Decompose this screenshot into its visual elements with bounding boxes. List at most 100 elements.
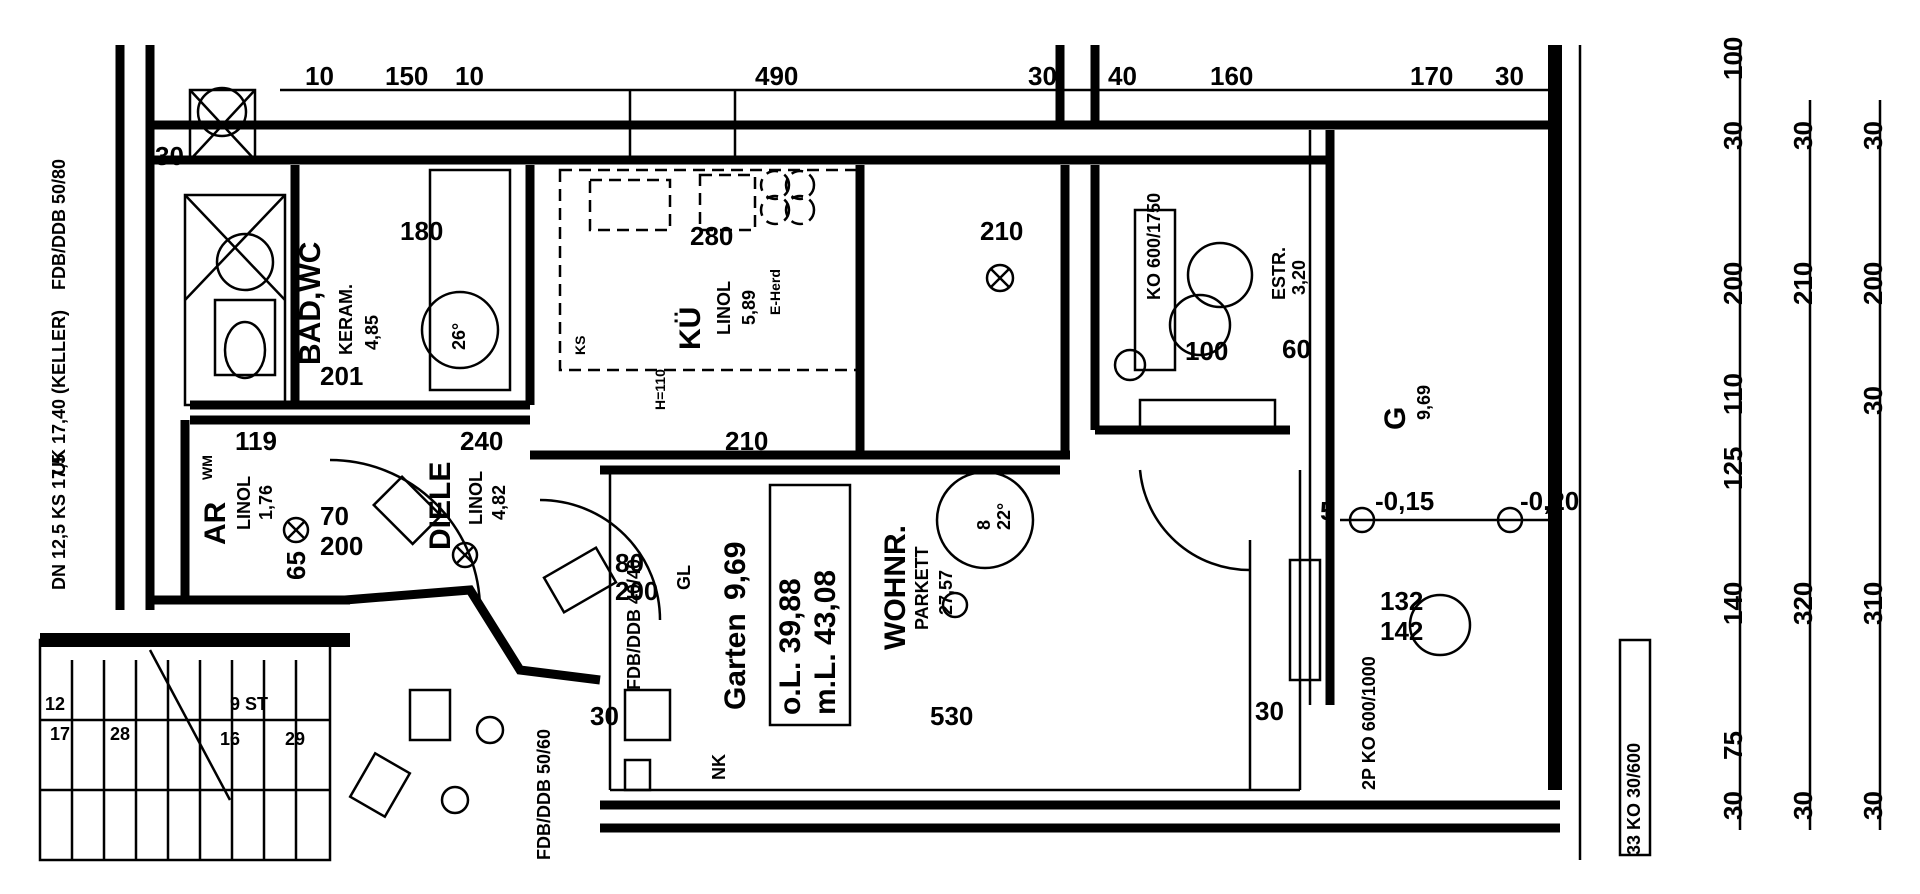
dim-top-0: 10 <box>305 61 334 91</box>
dim-top-3: 490 <box>755 61 798 91</box>
dim-r3-3: 310 <box>1858 582 1888 625</box>
dim-top-2: 10 <box>455 61 484 91</box>
annot-gl: GL <box>674 565 694 590</box>
dim-top-7: 170 <box>1410 61 1453 91</box>
stair-count: 9 ST <box>230 694 268 714</box>
dim-30c: 30 <box>590 701 619 731</box>
dim-r3-0: 30 <box>1858 121 1888 150</box>
bathroom-fixtures: 26° <box>183 86 512 407</box>
annot-fdb-top: FDB/DDB 50/80 <box>49 159 69 290</box>
hall-floor: LINOL <box>466 471 486 525</box>
living-angle-22: 22° <box>994 503 1014 530</box>
dim-top-4: 30 <box>1028 61 1057 91</box>
dim-201: 201 <box>320 361 363 391</box>
hall-area: 4,82 <box>489 485 509 520</box>
living-floor: PARKETT <box>912 546 932 630</box>
dim-r1-7: 30 <box>1718 791 1748 820</box>
storage-wm: WM <box>199 455 215 480</box>
dim-r1-0: 100 <box>1718 37 1748 80</box>
dim-70: 70 <box>320 501 349 531</box>
living-fixtures: 8 22° <box>935 208 1555 682</box>
annot-nk: NK <box>709 754 729 780</box>
dim-210b: 210 <box>980 216 1023 246</box>
area-ol: o.L. 39,88 <box>774 578 807 715</box>
dim-r1-1: 30 <box>1718 121 1748 150</box>
dim-280: 280 <box>690 221 733 251</box>
annot-fdb-top2: FDB/DDB 40/40 <box>624 559 644 690</box>
dim-80: 80 <box>615 548 644 578</box>
dim-r2-1: 210 <box>1788 262 1818 305</box>
dimensions-interior: 530 240 210 210 200 200 100 119 60 80 70… <box>155 141 1579 731</box>
dim-top-5: 40 <box>1108 61 1137 91</box>
stair-step-12: 12 <box>45 694 65 714</box>
estr-area: 3,20 <box>1289 260 1309 295</box>
dim-015: -0,15 <box>1375 486 1434 516</box>
bath-angle: 26° <box>449 323 469 350</box>
hall-fixtures <box>282 458 672 819</box>
dim-142: 142 <box>1380 616 1423 646</box>
dim-r1-3: 110 <box>1718 373 1748 415</box>
estr-name: ESTR. <box>1269 247 1289 300</box>
hall-name: DIELE <box>424 462 457 550</box>
storage-floor: LINOL <box>234 476 254 530</box>
area-ml: m.L. 43,08 <box>809 570 842 715</box>
dim-r1-5: 140 <box>1718 582 1748 625</box>
stair-step-17: 17 <box>50 724 70 744</box>
bath-area: 4,85 <box>362 315 382 350</box>
stair: 12 17 28 9 ST 16 29 <box>38 638 332 862</box>
annotations: FDB/DDB 50/80 FDB/DDB 40/40 FDB/DDB 50/6… <box>49 159 1652 860</box>
kitchen-eherd: E-Herd <box>767 269 783 315</box>
dim-60: 60 <box>1282 334 1311 364</box>
dim-top-1: 150 <box>385 61 428 91</box>
room-labels: BAD,WC KERAM. 4,85 KÜ LINOL 5,89 E-Herd … <box>199 242 1434 727</box>
dim-210a: 210 <box>725 426 768 456</box>
dim-65: 65 <box>281 551 311 580</box>
dim-240: 240 <box>460 426 503 456</box>
dim-r1-4: 125 <box>1718 447 1748 490</box>
garden-name: Garten <box>719 613 752 710</box>
dim-530: 530 <box>930 701 973 731</box>
dimensions-top: 10 150 10 490 30 40 160 170 30 <box>280 61 1555 92</box>
bath-name: BAD,WC <box>294 242 327 365</box>
kitchen-h110: H=110 <box>652 369 668 410</box>
dim-132: 132 <box>1380 586 1423 616</box>
stair-step-16: 16 <box>220 729 240 749</box>
dim-200a: 200 <box>320 531 363 561</box>
dim-180: 180 <box>400 216 443 246</box>
garage-area: 9,69 <box>1414 385 1434 420</box>
storage-area: 1,76 <box>256 485 276 520</box>
dim-30b: 30 <box>1255 696 1284 726</box>
kitchen-area: 5,89 <box>739 290 759 325</box>
dim-r1-6: 75 <box>1718 731 1748 760</box>
dim-5: 5 <box>1320 496 1334 526</box>
garage-name: G <box>1379 407 1412 430</box>
stair-step-29: 29 <box>285 729 305 749</box>
annot-uk: UK 17,40 (KELLER) <box>49 310 69 475</box>
stair-step-28: 28 <box>110 724 130 744</box>
dim-r3-1: 200 <box>1858 262 1888 305</box>
dim-200b: 200 <box>615 576 658 606</box>
dim-r1-2: 200 <box>1718 262 1748 305</box>
annot-fdb-left1: FDB/DDB 50/60 <box>534 729 554 860</box>
dim-r3-2: 30 <box>1858 386 1888 415</box>
dim-r2-3: 30 <box>1788 791 1818 820</box>
garden-area: 9,69 <box>719 542 752 600</box>
annot-ko1: KO 600/1750 <box>1144 193 1164 300</box>
bath-floor: KERAM. <box>336 284 356 355</box>
dim-r2-2: 320 <box>1788 582 1818 625</box>
dimensions-right: 100 30 200 110 125 140 75 30 30 210 320 … <box>1718 37 1888 830</box>
dim-top-6: 160 <box>1210 61 1253 91</box>
storage-name: AR <box>199 501 232 545</box>
annot-ko2: 2P KO 600/1000 <box>1359 656 1379 790</box>
kitchen-ks: KS <box>572 336 588 355</box>
area-summary-box <box>768 483 852 727</box>
dim-020: -0,20 <box>1520 486 1579 516</box>
living-name: WOHNR. <box>879 525 912 650</box>
dim-100: 100 <box>1185 336 1228 366</box>
living-area: 27,57 <box>936 570 956 615</box>
dim-r2-0: 30 <box>1788 121 1818 150</box>
living-angle-8: 8 <box>974 520 994 530</box>
dim-r3-4: 30 <box>1858 791 1888 820</box>
dim-top-8: 30 <box>1495 61 1524 91</box>
